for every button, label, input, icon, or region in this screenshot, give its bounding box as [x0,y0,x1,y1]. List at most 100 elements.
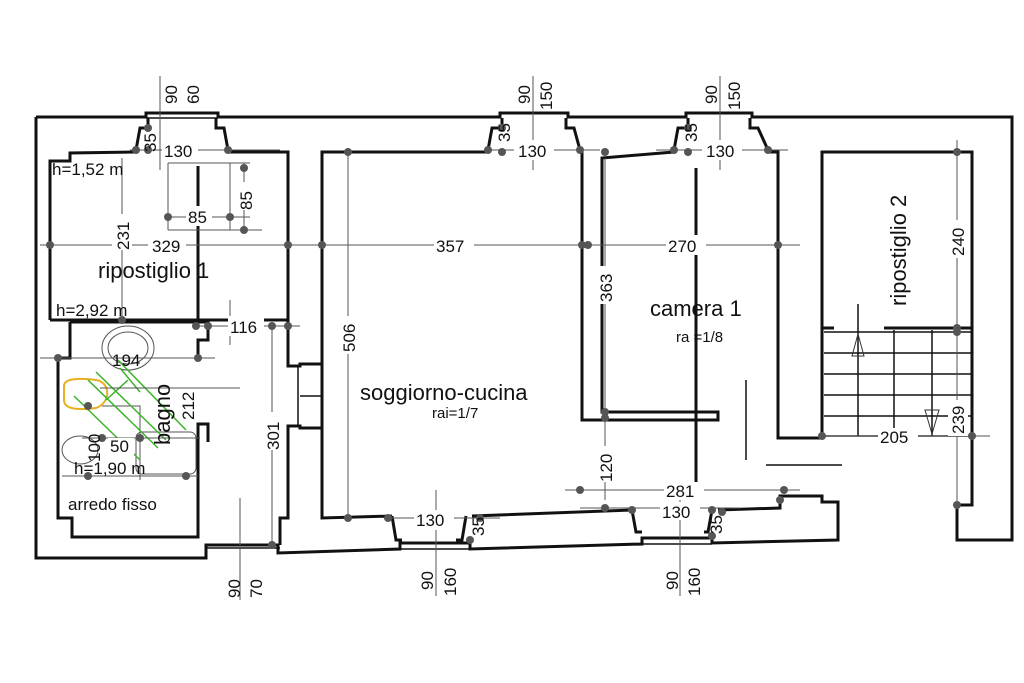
dimension-marker-dot [576,486,584,494]
dim-rip1-window-depth: 35 [141,133,160,152]
room-label-camera-1: camera 1 [650,296,742,321]
dim-rip1-width: 329 [152,237,180,256]
dimension-marker-dot [240,226,248,234]
dim-sogg-window-depth: 35 [495,123,514,142]
dimension-marker-dot [578,241,586,249]
arredo-fisso-label: arredo fisso [68,495,157,514]
dimension-marker-dot [708,506,716,514]
dim-cam-bottom-window-width: 130 [662,503,690,522]
dim-cam-bottom-b: 160 [685,568,704,596]
dimension-marker-dot [498,124,506,132]
dimension-marker-dot [318,241,326,249]
dimension-marker-dot [476,514,484,522]
dim-bagno-50: 50 [110,437,129,456]
dim-rip1-inner-v: 85 [237,191,256,210]
bidet-icon [63,377,109,410]
room-label-ripostiglio-2: ripostiglio 2 [886,195,911,306]
dim-sogg-height: 506 [340,324,359,352]
dimension-marker-dot [498,148,506,156]
dim-sogg-width: 357 [436,237,464,256]
dimension-marker-dot [84,402,92,410]
room-label-soggiorno-cucina: soggiorno-cucina [360,380,528,405]
dim-corridor-301: 301 [264,422,283,450]
room-height-ripostiglio-1-top: h=1,52 m [52,160,123,179]
room-label-ripostiglio-1: ripostiglio 1 [98,258,209,283]
dimension-marker-dot [284,322,292,330]
dimension-marker-dot [968,432,976,440]
dimension-marker-dot [601,408,609,416]
dimension-marker-dot [684,148,692,156]
dim-sogg-window-b: 150 [537,82,556,110]
ratio-camera-1: ra =1/8 [676,329,723,346]
dim-cam-bottom-window-depth: 35 [707,515,726,534]
dim-cam-window-a: 90 [702,85,721,104]
dim-bagno-100: 100 [85,434,104,462]
dim-cam-bottom-a: 90 [663,571,682,590]
dim-rip1-window-width: 130 [164,142,192,161]
dim-cam-window-width: 130 [706,142,734,161]
dim-corridor-door-b: 70 [247,579,266,598]
bathroom-fixtures [61,325,198,480]
corridor-walls [278,150,582,545]
dim-stair-height: 239 [949,406,968,434]
dim-cam-window-b: 150 [725,82,744,110]
dimension-marker-dot [780,486,788,494]
shower-tray-icon [135,431,197,475]
dimension-marker-dot [136,434,144,442]
dimension-marker-dot [601,148,609,156]
outer-walls [34,111,1014,560]
dimension-marker-dot [776,496,784,504]
dimension-marker-dot [132,146,140,154]
room-label-bagno: bagno [150,384,175,445]
room-ripostiglio-1-walls [48,150,290,322]
dimension-marker-dot [164,213,172,221]
dim-cam-bottom-281: 281 [666,482,694,501]
dim-sogg-bottom-window-depth: 35 [469,517,488,536]
dim-rip1-inner-h: 85 [188,208,207,227]
dimension-marker-dot [764,146,772,154]
dimension-marker-dot [84,472,92,480]
dimension-marker-dot [718,508,726,516]
dim-rip1-window-a: 90 [162,85,181,104]
dimension-marker-dot [226,213,234,221]
dim-corridor-door-a: 90 [225,579,244,598]
dimension-marker-dot [774,241,782,249]
dimension-marker-dot [818,432,826,440]
dimension-marker-dot [182,472,190,480]
dimension-marker-dot [628,506,636,514]
dimension-marker-dot [284,241,292,249]
dim-cam-height: 363 [597,274,616,302]
stair-down-arrow-icon [924,409,940,436]
dimension-marker-dot [466,536,474,544]
dimension-marker-dot [144,146,152,154]
dimension-marker-dot [708,532,716,540]
dimension-marker-dot [192,322,200,330]
dimension-marker-dot [484,146,492,154]
dimension-marker-dot [953,501,961,509]
dimension-marker-dot [953,328,961,336]
dimension-marker-dot [194,354,202,362]
dimension-marker-dot [344,514,352,522]
dimension-marker-dot [601,414,609,422]
room-height-ripostiglio-1-bottom: h=2,92 m [56,301,127,320]
dim-sogg-window-a: 90 [515,85,534,104]
dimension-marker-dot [601,504,609,512]
dimension-marker-dot [54,354,62,362]
dim-rip1-window-b: 60 [184,85,203,104]
stair-up-arrow-icon [851,332,865,357]
dim-rip1-height: 231 [114,222,133,250]
dim-cam-bottom-120: 120 [597,454,616,482]
dimension-labels: 130 85 329 130 357 130 270 205 116 194 5… [85,82,968,598]
dim-rip2-height: 240 [949,228,968,256]
dimension-markers [46,124,976,549]
dimension-marker-dot [344,148,352,156]
dim-bagno-194: 194 [112,351,140,370]
dim-stair-width: 205 [880,428,908,447]
ratio-soggiorno: rai=1/7 [432,405,478,422]
dimension-marker-dot [576,146,584,154]
camera-1-walls [580,150,842,482]
dim-sogg-bottom-a: 90 [418,571,437,590]
room-labels: ripostiglio 1 h=1,52 m h=2,92 m bagno h=… [52,160,911,514]
toilet-icon [61,435,99,465]
